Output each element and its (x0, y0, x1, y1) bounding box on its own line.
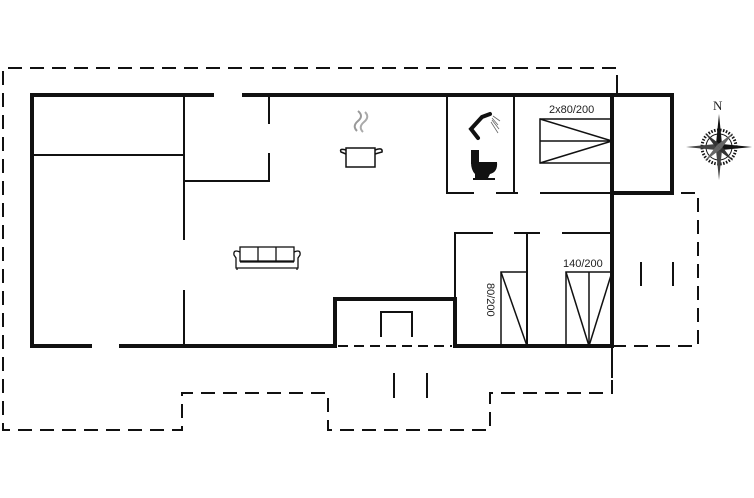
compass-rose-icon (686, 114, 752, 180)
sofa-icon (233, 246, 301, 270)
bed-label-2x80: 2x80/200 (549, 104, 594, 116)
terrace-steps-bottom (393, 373, 428, 398)
exterior-walls (30, 93, 674, 348)
bunk-bed-2x80 (539, 118, 613, 164)
terrace-steps-right (640, 262, 674, 286)
toilet-icon (471, 150, 498, 180)
compass-north-label: N (713, 98, 723, 113)
single-bed (500, 271, 528, 347)
bed-label-140: 140/200 (563, 258, 603, 270)
bed-label-80: 80/200 (484, 283, 496, 317)
double-bed (565, 271, 613, 347)
stove-icon (380, 311, 413, 337)
terrace-outline (2, 67, 699, 431)
shower-icon (468, 112, 501, 140)
cooking-pot-icon (339, 110, 383, 168)
interior-walls (32, 89, 618, 378)
